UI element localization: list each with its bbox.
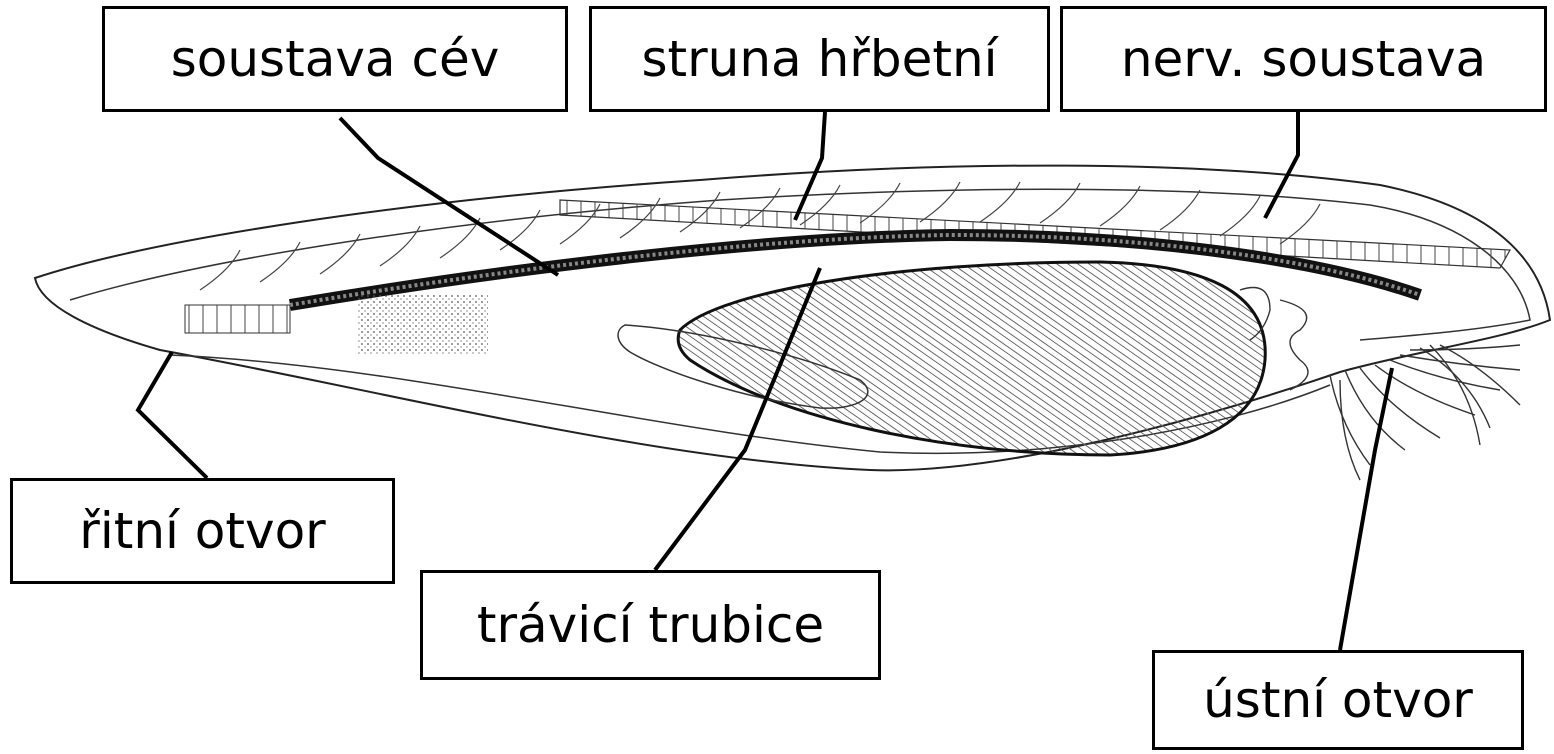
label-ustni-otvor-text: ústní otvor [1203, 671, 1473, 729]
label-soustava-cev-text: soustava cév [171, 30, 500, 88]
label-soustava-cev: soustava cév [102, 6, 568, 112]
label-travici-trubice: trávicí trubice [420, 570, 881, 680]
label-ritni-otvor: řitní otvor [10, 478, 395, 584]
label-ustni-otvor: ústní otvor [1152, 650, 1524, 750]
label-nerv-soustava-text: nerv. soustava [1121, 30, 1486, 88]
label-struna-hrbetni-text: struna hřbetní [641, 30, 997, 88]
label-struna-hrbetni: struna hřbetní [589, 6, 1050, 112]
label-nerv-soustava: nerv. soustava [1060, 6, 1547, 112]
leader-ritni [138, 352, 207, 478]
label-travici-trubice-text: trávicí trubice [477, 596, 824, 654]
label-ritni-otvor-text: řitní otvor [79, 502, 325, 560]
